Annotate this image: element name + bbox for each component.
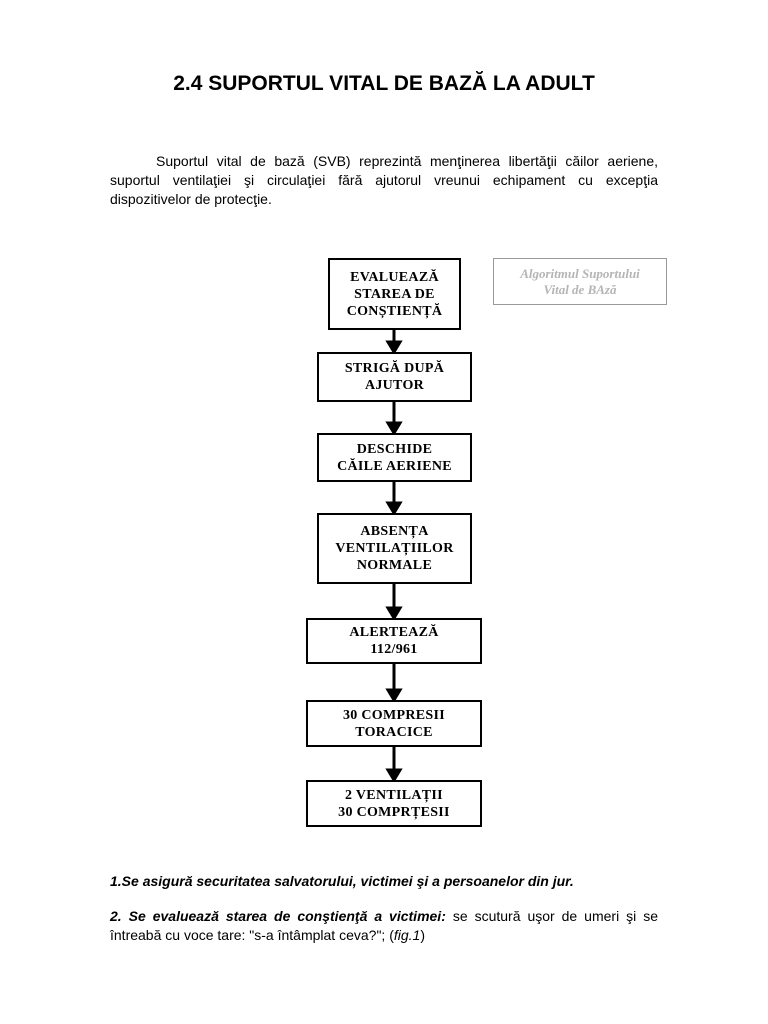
flow-step-open-airways: DESCHIDE CĂILE AERIENE [317, 433, 472, 482]
flow-step-shout-for-help: STRIGĂ DUPĂ AJUTOR [317, 352, 472, 402]
step-2-text: se scutură uşor de umeri şi se întreabă … [110, 908, 658, 943]
arrowhead-6 [385, 768, 403, 783]
step-2-figure-ref: fig.1 [393, 927, 421, 943]
flow-step-absent-breathing: ABSENȚA VENTILAȚIILOR NORMALE [317, 513, 472, 584]
flow-step-evaluate-consciousness: EVALUEAZĂ STAREA DE CONȘTIENȚĂ [328, 258, 461, 330]
arrowhead-4 [385, 606, 403, 621]
arrowhead-1 [385, 340, 403, 355]
step-2-close-paren: ) [420, 927, 425, 943]
step-1-lead: 1.Se asigură securitatea salvatorului, v… [110, 873, 574, 889]
intro-text: Suportul vital de bază (SVB) reprezintă … [110, 153, 658, 207]
flow-step-chest-compressions: 30 COMPRESII TORACICE [306, 700, 482, 747]
arrowhead-5 [385, 688, 403, 703]
algorithm-caption-box: Algoritmul Suportului Vital de BAză [493, 258, 667, 305]
step-2-paragraph: 2. Se evaluează starea de conştienţă a v… [110, 907, 658, 945]
arrowhead-2 [385, 421, 403, 436]
step-2-lead: 2. Se evaluează starea de conştienţă a v… [110, 908, 446, 924]
intro-paragraph: Suportul vital de bază (SVB) reprezintă … [110, 152, 658, 209]
flow-step-ventilations-compressions: 2 VENTILAȚII 30 COMPRȚESII [306, 780, 482, 827]
step-1-paragraph: 1.Se asigură securitatea salvatorului, v… [110, 872, 658, 891]
page-title: 2.4 SUPORTUL VITAL DE BAZĂ LA ADULT [173, 72, 595, 95]
flow-step-alert-emergency: ALERTEAZĂ 112/961 [306, 618, 482, 664]
arrowhead-3 [385, 501, 403, 516]
